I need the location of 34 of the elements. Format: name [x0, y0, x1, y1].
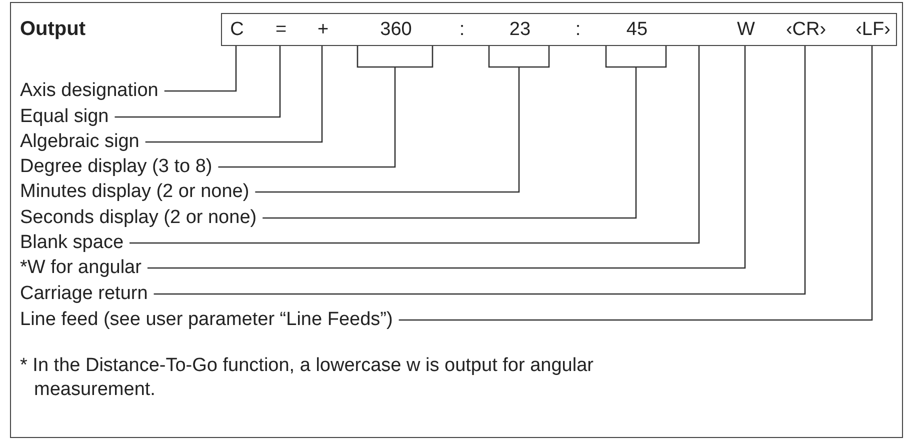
field-description: Axis designation	[20, 80, 164, 102]
leader-line	[262, 67, 637, 219]
output-field: ‹CR›	[784, 14, 828, 45]
leader-line	[130, 45, 700, 244]
leader-line	[218, 67, 396, 168]
field-description: Algebraic sign	[20, 131, 146, 153]
field-description: Line feed (see user parameter “Line Feeds”)	[20, 309, 399, 331]
field-description: Carriage return	[20, 283, 154, 305]
field-description: Degree display (3 to 8)	[20, 156, 218, 178]
output-field: +	[313, 14, 333, 45]
footnote: * In the Distance-To-Go function, a lowercase w is output for angular measurement.	[20, 354, 594, 402]
leader-line	[255, 67, 520, 193]
field-description: *W for angular	[20, 257, 148, 279]
field-description: Seconds display (2 or none)	[20, 207, 263, 229]
output-field: 360	[358, 14, 434, 45]
leader-line	[114, 45, 281, 118]
field-description: Equal sign	[20, 106, 115, 128]
leader-line	[145, 45, 323, 143]
output-field: :	[457, 14, 467, 45]
output-field: 23	[490, 14, 550, 45]
field-description: Minutes display (2 or none)	[20, 181, 256, 203]
output-string-box	[221, 13, 897, 46]
leader-line	[147, 45, 746, 269]
output-field: 45	[607, 14, 667, 45]
field-description: Blank space	[20, 232, 130, 254]
leader-line	[164, 45, 237, 92]
output-field: W	[733, 14, 759, 45]
leader-line	[398, 45, 873, 321]
output-field: ‹LF›	[851, 14, 895, 45]
output-field: :	[573, 14, 583, 45]
output-field: C	[227, 14, 247, 45]
heading: Output	[20, 18, 86, 41]
leader-line	[154, 45, 806, 295]
output-field: =	[271, 14, 291, 45]
